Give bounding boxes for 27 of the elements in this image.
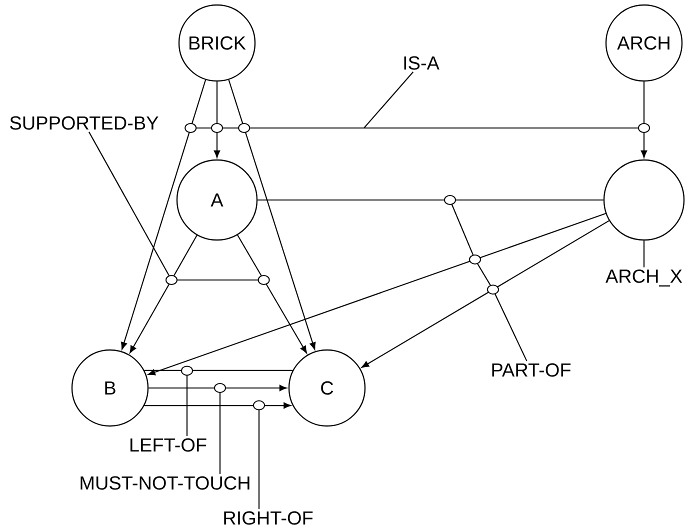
leader-line xyxy=(88,132,178,285)
link-line xyxy=(144,370,293,372)
arrow xyxy=(214,82,220,158)
arrow xyxy=(640,82,648,158)
arrow xyxy=(120,80,206,350)
relation-label: RIGHT-OF xyxy=(224,511,313,525)
leader-line xyxy=(253,400,265,510)
relation-label: PART-OF xyxy=(492,363,571,377)
relation-label: IS-A xyxy=(404,56,440,70)
relation-label: LEFT-OF xyxy=(130,438,206,452)
leader-line xyxy=(364,72,414,128)
relation-label: MUST-NOT-TOUCH xyxy=(80,476,250,490)
leader-line xyxy=(181,366,193,436)
leader-line xyxy=(487,284,528,362)
arrow xyxy=(228,80,316,350)
arrow xyxy=(362,220,610,368)
arrow xyxy=(130,235,198,354)
leader-line xyxy=(214,383,226,474)
concept-circle xyxy=(603,159,685,241)
leader-line xyxy=(643,240,645,268)
arrow xyxy=(144,402,291,409)
arrow xyxy=(148,384,287,392)
arrow xyxy=(148,212,606,376)
relation-label: SUPPORTED-BY xyxy=(10,116,158,130)
link-line xyxy=(258,199,604,201)
arrow xyxy=(237,234,307,354)
relation-label: ARCH_X xyxy=(606,269,682,287)
